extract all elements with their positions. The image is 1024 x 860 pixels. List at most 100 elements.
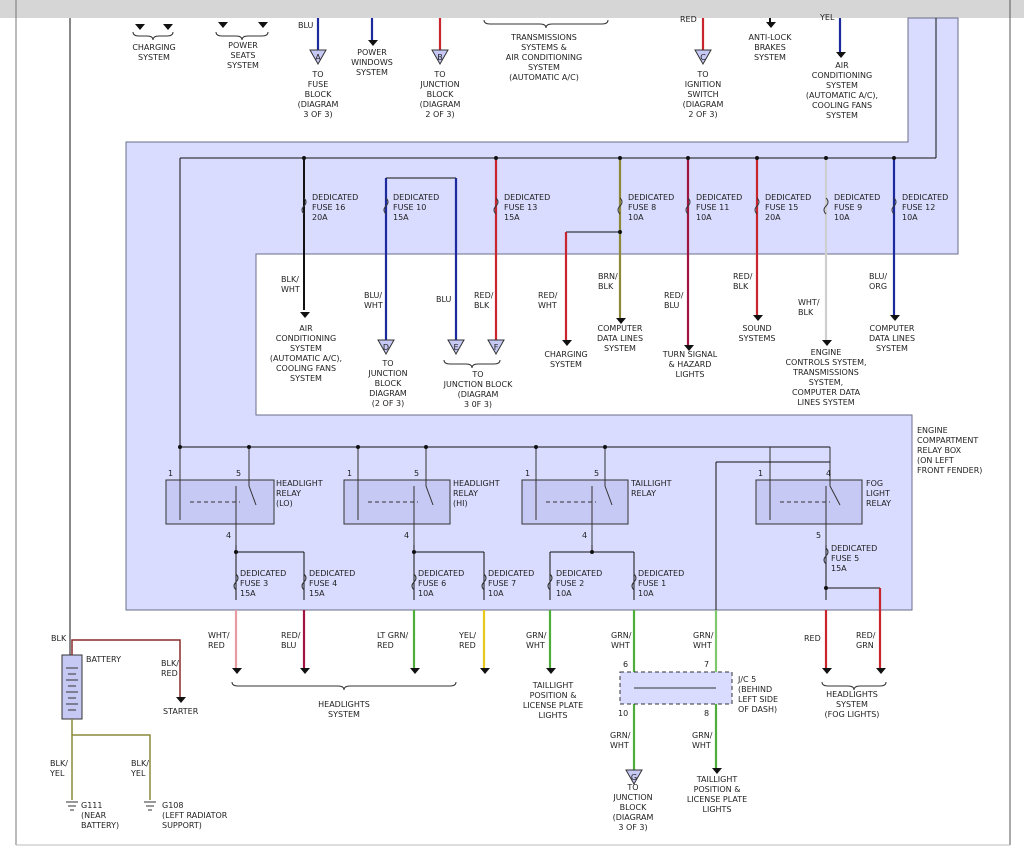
- blk-yel-label-1: BLK/YEL: [49, 759, 68, 778]
- starter-label: STARTER: [163, 707, 199, 716]
- grn-wht-label-2: GRN/WHT: [692, 731, 713, 750]
- lower-wire-label: GRN/WHT: [693, 631, 714, 650]
- upper-fuses: [303, 158, 896, 345]
- relay-pin: 5: [594, 469, 599, 478]
- connector-letter: D: [383, 343, 389, 352]
- middle-wire-label: BLU/WHT: [364, 291, 383, 310]
- ground-symbols: [66, 801, 156, 811]
- grn-wht-label-1: GRN/WHT: [610, 731, 631, 750]
- lower-wire-label: WHT/RED: [208, 631, 230, 650]
- jc-pin: 7: [704, 660, 709, 669]
- splice-dots: [178, 156, 896, 590]
- connector-letter: F: [494, 343, 499, 352]
- relay-pin: 1: [347, 469, 352, 478]
- relay-pin: 1: [525, 469, 530, 478]
- lower-wire-label: RED/GRN: [856, 631, 876, 650]
- jc-pin: 8: [704, 709, 709, 718]
- middle-wire-label: WHT/BLK: [798, 298, 820, 317]
- wire-yel-label: YEL: [819, 13, 835, 22]
- relay-pin: 1: [168, 469, 173, 478]
- middle-wire-label: BLK/WHT: [281, 275, 300, 294]
- blk-label: BLK: [51, 634, 67, 643]
- relay-pin: 5: [236, 469, 241, 478]
- lower-wire-label: GRN/WHT: [611, 631, 632, 650]
- relay-pin: 4: [582, 531, 587, 540]
- middle-wire-label: RED/BLK: [733, 272, 753, 291]
- relay-boxes: [165, 479, 863, 525]
- middle-wire-label: BRN/BLK: [598, 272, 618, 291]
- relay-pin: 4: [826, 469, 831, 478]
- connector-triangles: [309, 49, 712, 786]
- connector-letter: G: [631, 773, 637, 782]
- relay-pin: 5: [414, 469, 419, 478]
- wire-red-label: RED: [680, 15, 697, 24]
- middle-wire-label: RED/BLK: [474, 291, 494, 310]
- relay-internals: [179, 447, 841, 545]
- connector-letter: C: [700, 53, 706, 62]
- connector-letter: E: [453, 343, 458, 352]
- wire-blu-label: BLU: [298, 21, 314, 30]
- lower-wires: [234, 588, 882, 770]
- blk-red-label: BLK/RED: [161, 659, 179, 678]
- lower-wire-label: GRN/WHT: [526, 631, 547, 650]
- relay-pin: 4: [404, 531, 409, 540]
- battery-cells: [66, 667, 78, 711]
- middle-wire-label: RED/WHT: [538, 291, 558, 310]
- lower-wire-label: YEL/RED: [458, 631, 476, 650]
- fuse-symbols: [233, 197, 897, 591]
- battery-symbol: [61, 654, 83, 720]
- battery-wires: [71, 639, 181, 800]
- arrowheads: [135, 22, 900, 774]
- middle-wire-label: RED/BLU: [664, 291, 684, 310]
- lower-wire-label: RED/BLU: [281, 631, 301, 650]
- lower-wire-label: LT GRN/RED: [377, 631, 409, 650]
- jc-pin: 6: [623, 660, 628, 669]
- jc-pin: 10: [618, 709, 628, 718]
- top-bar: [0, 0, 1024, 18]
- relay-pin: 5: [816, 531, 821, 540]
- top-wires: [316, 18, 842, 56]
- braces: [132, 19, 887, 691]
- lower-wire-label: RED: [804, 634, 821, 643]
- middle-wire-label: BLU: [436, 295, 452, 304]
